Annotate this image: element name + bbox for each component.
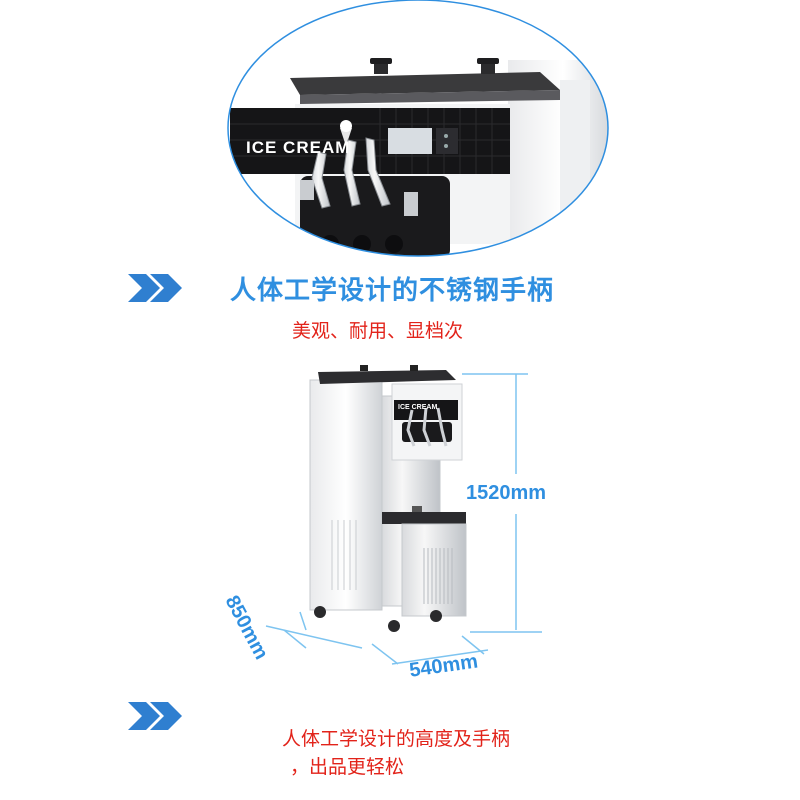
arrow-right-icon bbox=[128, 702, 182, 730]
height-dimension-label: 1520mm bbox=[466, 482, 547, 504]
brand-text-large: ICE CREAM bbox=[246, 138, 351, 157]
arrow-right-icon bbox=[128, 274, 182, 302]
ice-cream-machine bbox=[309, 365, 467, 632]
display-screen bbox=[388, 128, 432, 154]
headline-ergonomic-handle: 人体工学设计的不锈钢手柄 bbox=[230, 276, 555, 306]
subtitle-features: 美观、耐用、显档次 bbox=[292, 320, 464, 342]
zoom-oval bbox=[227, 0, 609, 257]
lid-knob bbox=[374, 62, 388, 74]
brand-text-small: ICE CREAM bbox=[398, 404, 438, 411]
dimension-lines bbox=[265, 373, 542, 665]
caption-line-1: 人体工学设计的高度及手柄 bbox=[282, 728, 511, 750]
caption-line-2: ，出品更轻松 bbox=[290, 756, 405, 778]
stainless-handles bbox=[300, 137, 418, 216]
